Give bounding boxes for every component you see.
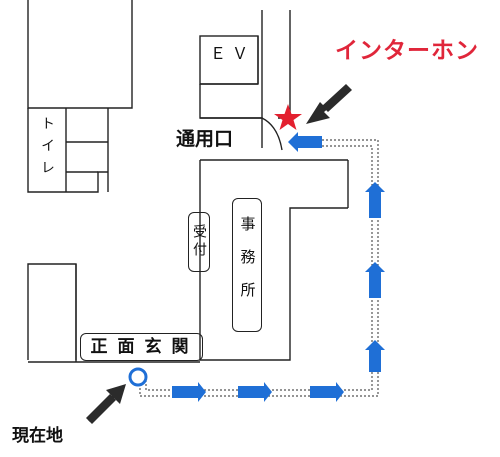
- elevator-label: ＥＶ: [210, 44, 255, 63]
- route-path: [139, 139, 379, 397]
- toilet-label: トイレ: [39, 116, 55, 182]
- wall-right-top: [278, 10, 291, 119]
- route-arrow: [365, 340, 385, 372]
- wall-upper-block: [199, 10, 263, 119]
- pointer-arrow-intercom: [306, 88, 350, 124]
- route-arrow: [172, 382, 206, 402]
- wall-top-left: [27, 0, 133, 109]
- route-path-outer: [145, 145, 373, 391]
- current-location-marker: [128, 367, 148, 387]
- reception-label: 受付: [188, 212, 210, 272]
- service-entrance-label: 通用口: [176, 128, 234, 150]
- route-arrow: [365, 182, 385, 218]
- wall-office-block: [199, 160, 348, 361]
- route-arrow: [238, 382, 272, 402]
- route-arrow: [310, 382, 344, 402]
- pointer-arrow-intercom-body: [322, 84, 352, 112]
- current-location-label: 現在地: [12, 426, 63, 446]
- intercom-star-icon: [274, 104, 302, 130]
- office-label: 事務所: [232, 198, 262, 332]
- main-entrance-label: 正面玄関: [80, 333, 203, 361]
- pointer-arrow-current-body: [86, 394, 116, 424]
- intercom-label: インターホン: [335, 38, 479, 64]
- door-swing: [261, 117, 283, 151]
- route-arrow: [288, 132, 322, 152]
- route-arrow: [365, 262, 385, 298]
- route-arrows: [172, 132, 385, 402]
- wall-lower-left: [27, 263, 77, 360]
